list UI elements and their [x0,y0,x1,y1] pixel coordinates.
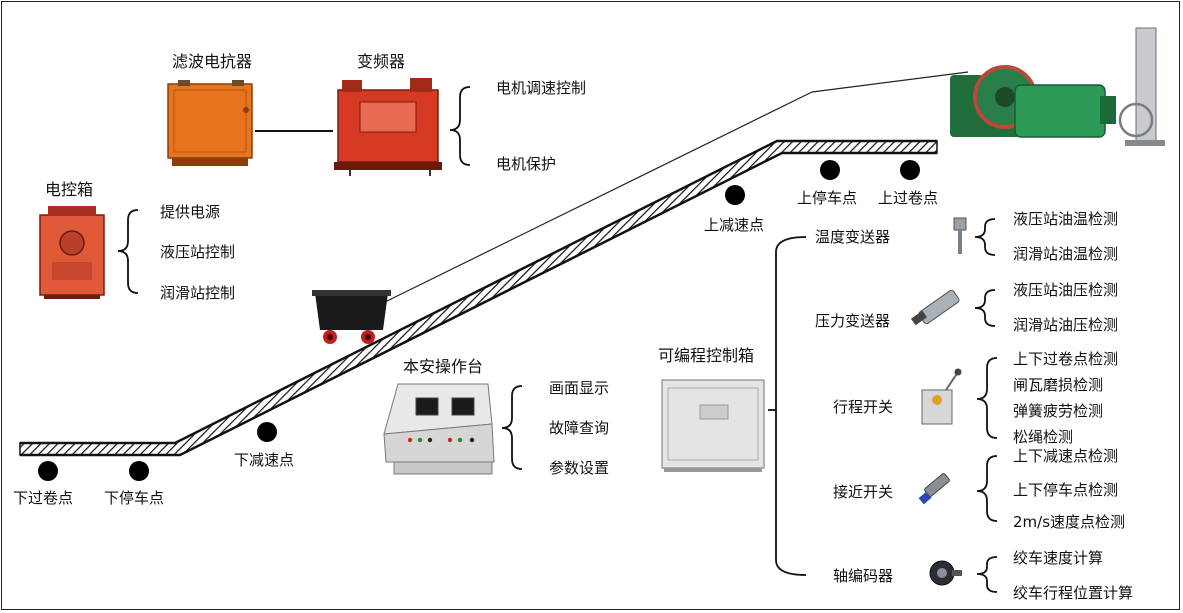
filter-reactor-image [167,80,253,166]
hoist-rope [384,91,813,303]
upper-decel-label: 上减速点 [704,216,765,234]
sensor-encoder-detection-1: 绞车速度计算 [1013,549,1104,567]
shaft-encoder-image [929,560,962,586]
filter-reactor-label: 滤波电抗器 [172,52,253,71]
console-function-params: 参数设置 [549,459,610,477]
plc-box-label: 可编程控制箱 [658,346,755,365]
sensor-proximity-detection-2: 上下停车点检测 [1013,481,1119,499]
pressure-transmitter-image [910,289,960,326]
lower-overwind-marker [38,461,58,481]
control-box-image [39,206,105,299]
inverter-image [334,78,442,176]
winch-image [950,27,1165,146]
sensor-travel-switch-label: 行程开关 [833,398,894,416]
lower-decel-label: 下减速点 [234,451,295,469]
proximity-switch-image [918,473,950,505]
sensor-encoder-detection-2: 绞车行程位置计算 [1013,584,1134,602]
sensor-proximity-detection-3: 2m/s速度点检测 [1013,513,1126,531]
sensor-pressure-detection-2: 润滑站油压检测 [1013,316,1119,334]
plc-tree [768,236,807,576]
inverter-label: 变频器 [357,52,406,71]
plc-box-image [661,379,765,472]
inverter-function-protection: 电机保护 [496,155,557,173]
sensor-proximity-switch-label: 接近开关 [833,483,894,501]
lower-decel-marker [257,422,277,442]
upper-overwind-label: 上过卷点 [878,189,939,207]
console-function-display: 画面显示 [549,379,610,397]
console-label: 本安操作台 [403,357,484,376]
control-box-function-power: 提供电源 [160,203,221,221]
mine-cart-image [312,290,391,344]
lower-stop-marker [129,461,149,481]
sensor-temperature-label: 温度变送器 [815,228,891,246]
sensor-temperature-detection-2: 润滑站油温检测 [1013,245,1119,263]
sensor-travel-detection-2: 闸瓦磨损检测 [1013,376,1104,394]
sensor-travel-detection-4: 松绳检测 [1013,428,1074,446]
upper-overwind-marker [900,160,920,180]
sensor-travel-detection-1: 上下过卷点检测 [1013,350,1119,368]
braces [117,86,998,593]
control-box-function-lubrication: 润滑站控制 [160,284,236,302]
inclined-track [19,139,938,457]
lower-stop-label: 下停车点 [104,489,165,507]
upper-stop-label: 上停车点 [797,189,858,207]
sensor-pressure-detection-1: 液压站油压检测 [1013,281,1119,299]
sensor-pressure-label: 压力变送器 [815,312,891,330]
upper-stop-marker [820,160,840,180]
console-function-fault: 故障查询 [549,419,610,437]
hoist-rope-top [811,71,969,93]
upper-decel-marker [725,185,745,205]
travel-switch-image [921,368,962,425]
sensor-temperature-detection-1: 液压站油温检测 [1013,210,1119,228]
sensor-proximity-detection-1: 上下减速点检测 [1013,447,1119,465]
temperature-transmitter-image [953,217,967,254]
sensor-travel-detection-3: 弹簧疲劳检测 [1013,402,1104,420]
inverter-function-speed: 电机调速控制 [496,79,587,97]
control-box-function-hydraulic: 液压站控制 [160,243,236,261]
lower-overwind-label: 下过卷点 [13,489,74,507]
console-image [383,383,495,475]
sensor-encoder-label: 轴编码器 [833,567,894,585]
control-box-label: 电控箱 [45,180,94,199]
